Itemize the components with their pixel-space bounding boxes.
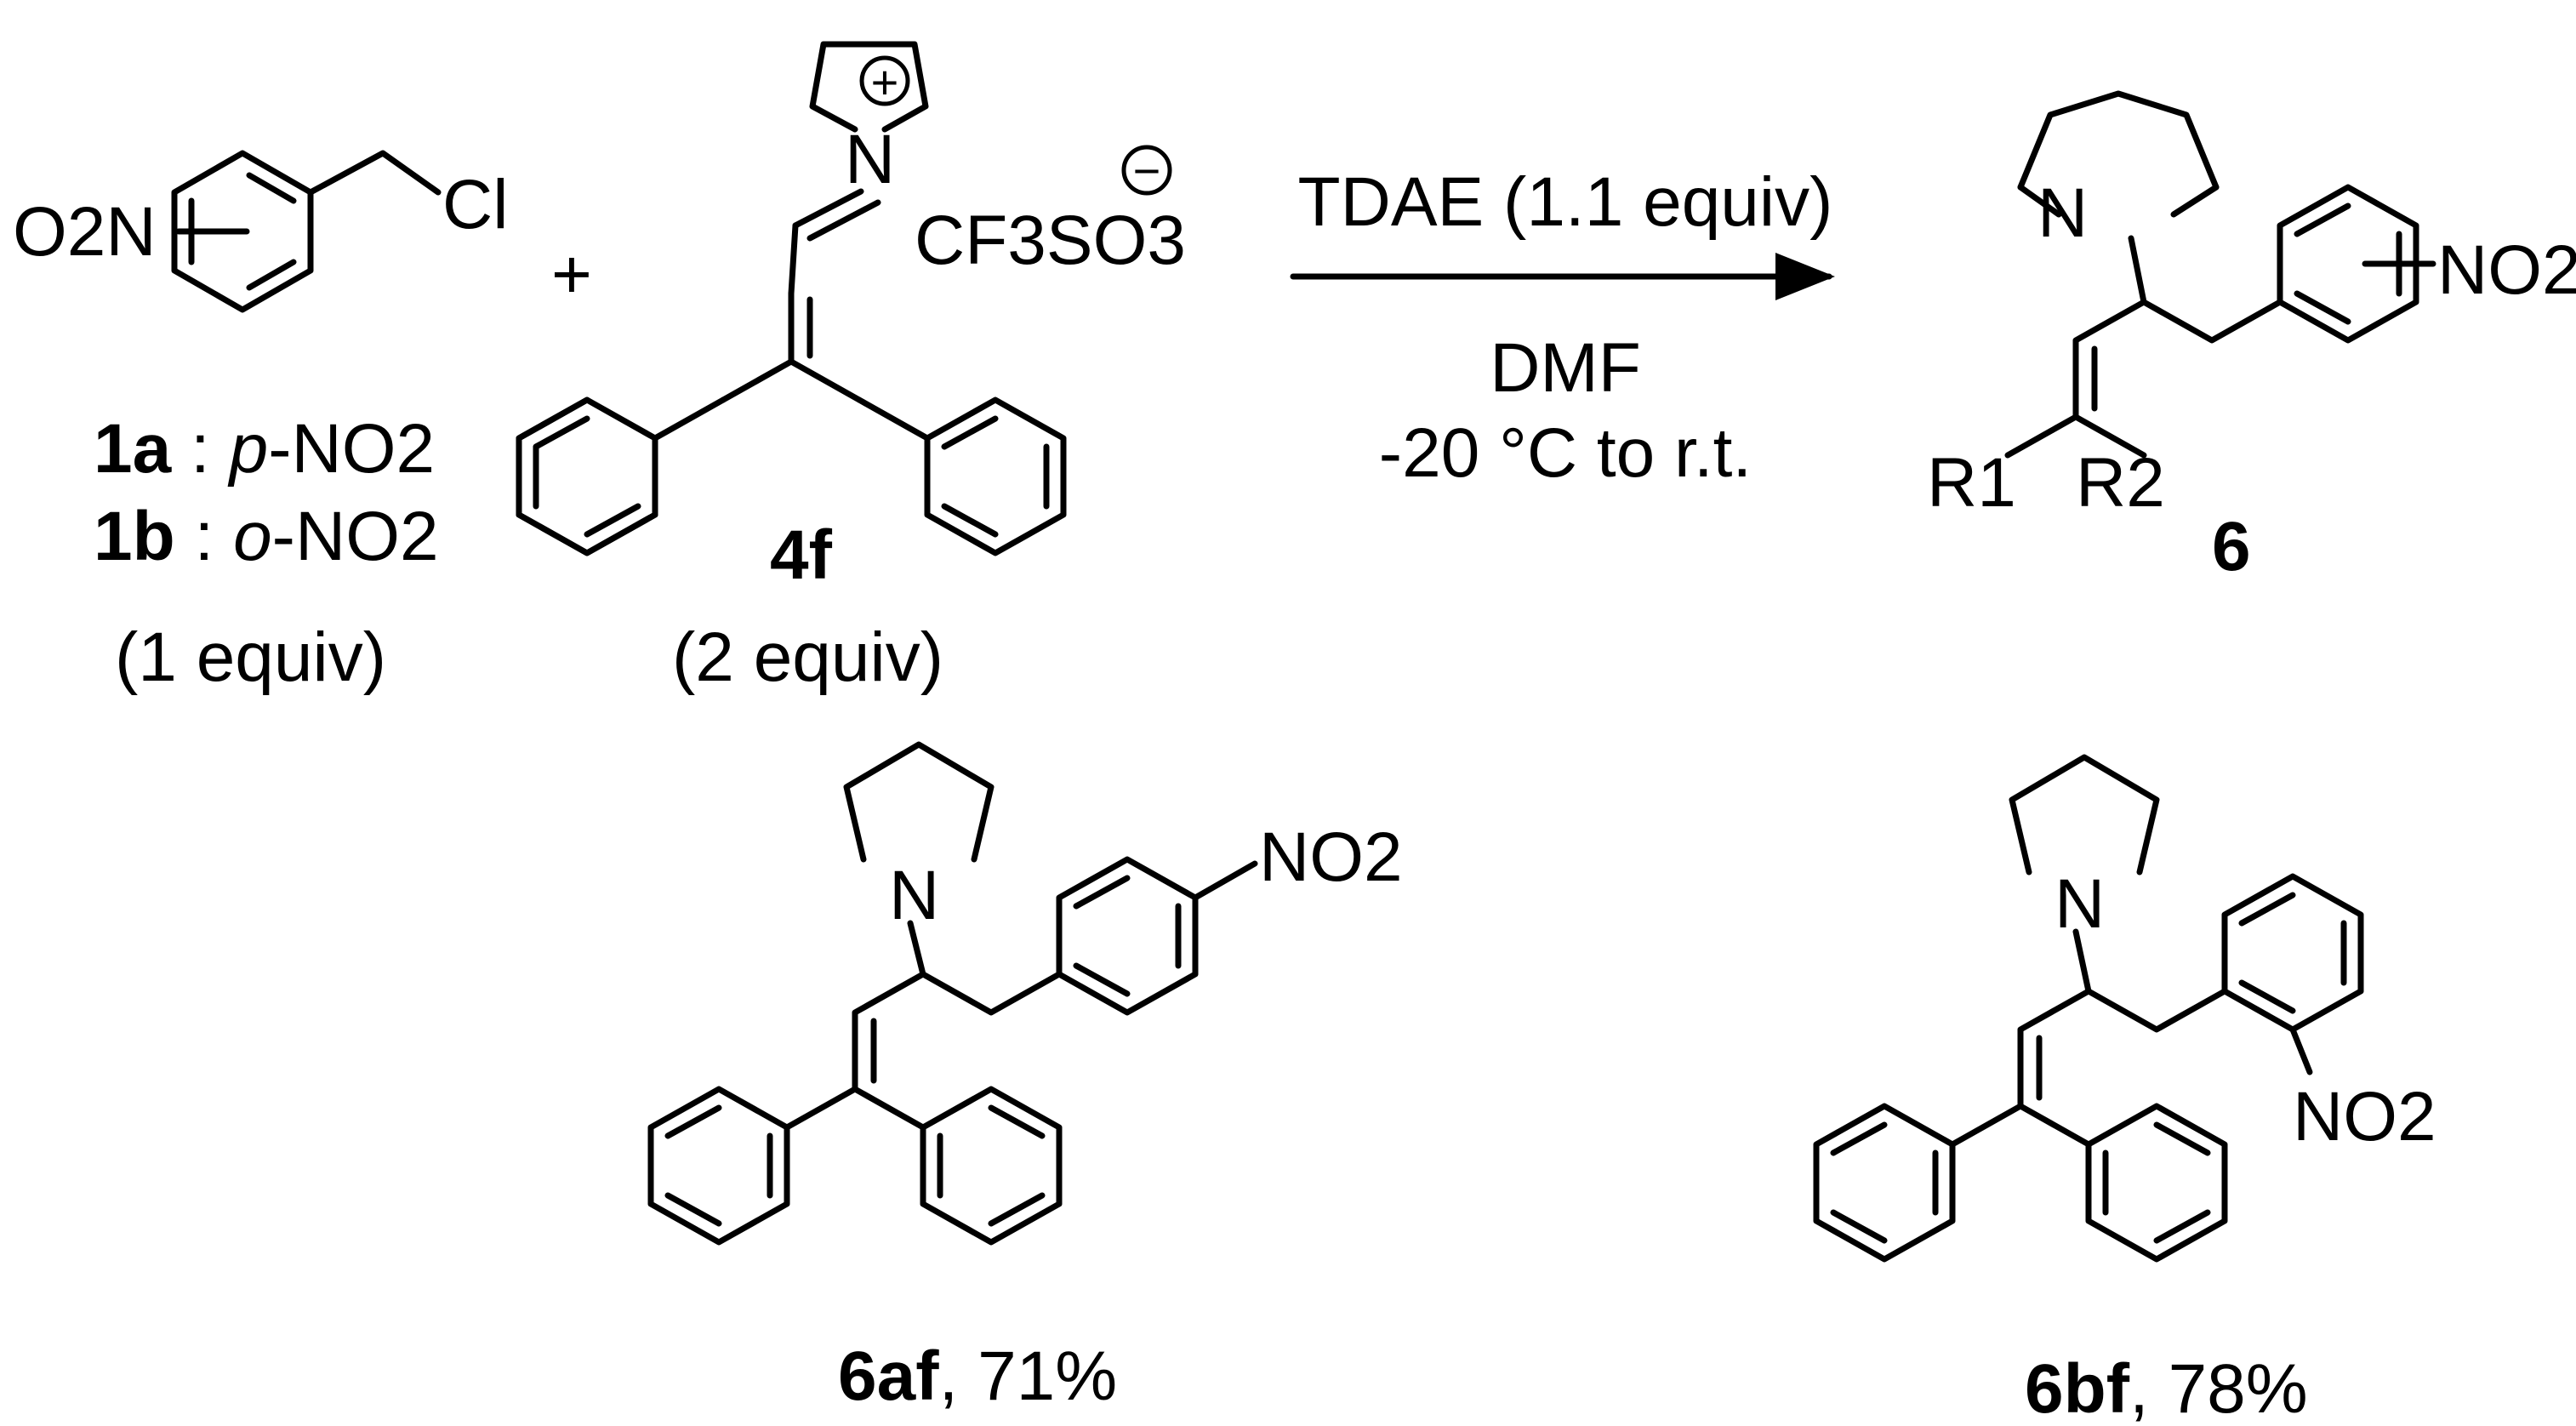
reactant-1b-label: 1b : o-NO2 — [94, 498, 439, 575]
product-6bf-nitro-label: NO2 — [2293, 1078, 2436, 1155]
reactant-2-id: 4f — [770, 516, 833, 594]
product-6af-structure: N NO2 — [647, 741, 1403, 1246]
reagent-condition: TDAE (1.1 equiv) — [1298, 163, 1833, 241]
product-6bf-nitrogen-label: N — [2055, 865, 2105, 943]
chlorine-label: Cl — [442, 166, 508, 243]
product-6bf-caption: 6bf, 78% — [2025, 1350, 2308, 1426]
svg-text:+: + — [871, 55, 899, 109]
triflate-counterion-label: CF3SO3 — [915, 202, 1186, 279]
iminium-nitrogen-label: N — [845, 121, 895, 198]
reactant-2-amount: (2 equiv) — [672, 619, 943, 696]
reactant-1-structure: Cl O2N — [13, 150, 508, 313]
reactant-2-structure: + N CF3SO3 − — [516, 41, 1186, 556]
r2-label: R2 — [2076, 444, 2165, 522]
positive-charge-icon — [859, 55, 910, 106]
nitro-substituent-label: O2N — [13, 193, 157, 271]
svg-text:−: − — [1133, 144, 1161, 197]
product-6-id: 6 — [2212, 508, 2251, 585]
product-6-nitrogen-label: N — [2037, 174, 2088, 252]
plus-sign: + — [551, 236, 592, 313]
reactant-1a-label: 1a : p-NO2 — [94, 410, 435, 488]
product-6-structure: N NO2 R1 R2 — [1927, 90, 2576, 522]
product-6-nitro-label: NO2 — [2437, 231, 2576, 309]
reactant-1-amount: (1 equiv) — [115, 619, 386, 696]
product-6bf-structure: N NO2 — [1813, 754, 2436, 1263]
temperature-condition: -20 °C to r.t. — [1379, 414, 1752, 492]
product-6af-nitro-label: NO2 — [1259, 819, 1403, 896]
solvent-condition: DMF — [1490, 329, 1641, 407]
product-6af-caption: 6af, 71% — [838, 1338, 1117, 1415]
product-6af-nitrogen-label: N — [889, 857, 939, 934]
r1-label: R1 — [1927, 444, 2016, 522]
negative-charge-icon — [1121, 145, 1172, 196]
